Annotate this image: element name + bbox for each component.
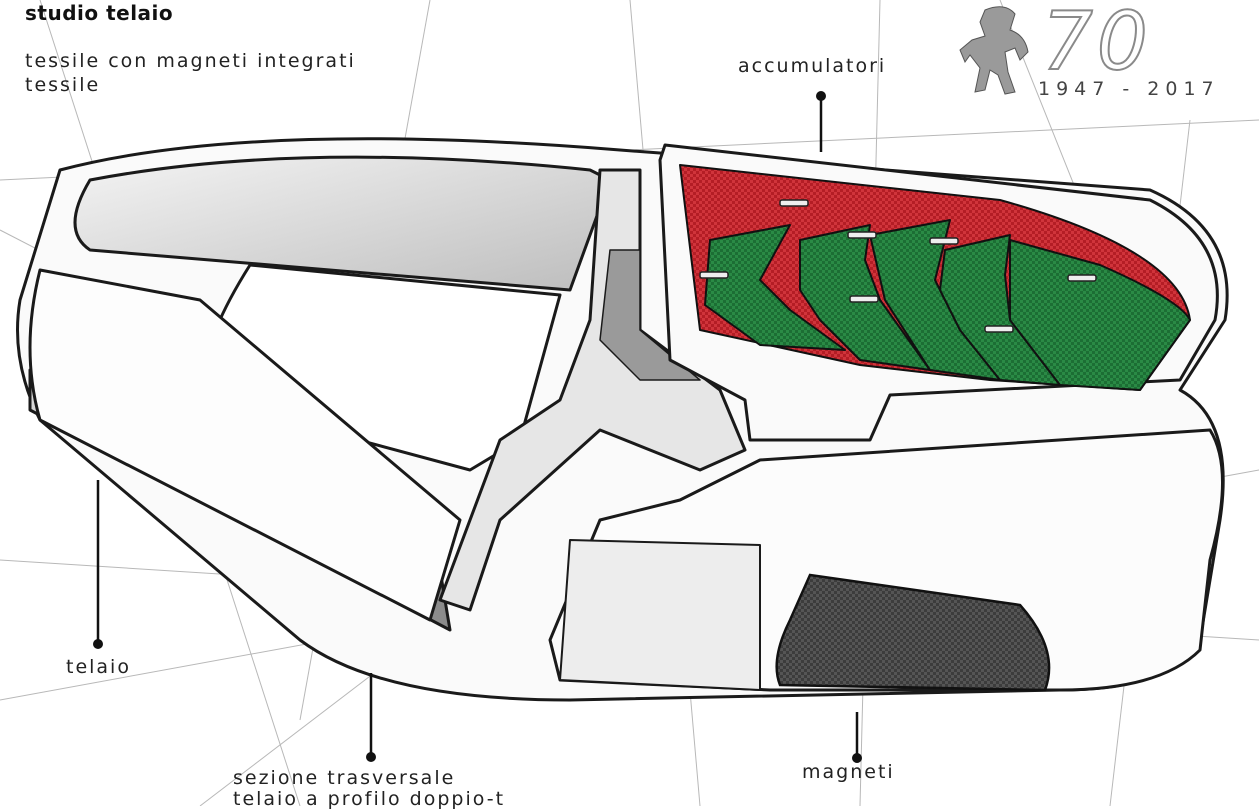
leader-dots: [93, 91, 862, 763]
page-title: studio telaio: [25, 1, 174, 25]
label-sezione-line-1: sezione trasversale: [233, 767, 456, 789]
prancing-horse-icon: [959, 6, 1029, 95]
label-sezione-line-2: telaio a profilo doppio-t: [233, 788, 506, 810]
anniversary-number: 70: [1041, 0, 1152, 88]
leader-lines: [96, 97, 859, 756]
label-telaio: telaio: [66, 656, 131, 678]
magnet-panel: [775, 573, 1051, 692]
anniversary-years: 1947 - 2017: [1038, 78, 1220, 100]
battery-pack: [679, 164, 1191, 391]
label-magneti: magneti: [802, 761, 895, 783]
subtitle-line-2: tessile: [25, 74, 101, 96]
label-accumulatori: accumulatori: [738, 55, 887, 77]
subtitle-line-1: tessile con magneti integrati: [25, 50, 356, 72]
